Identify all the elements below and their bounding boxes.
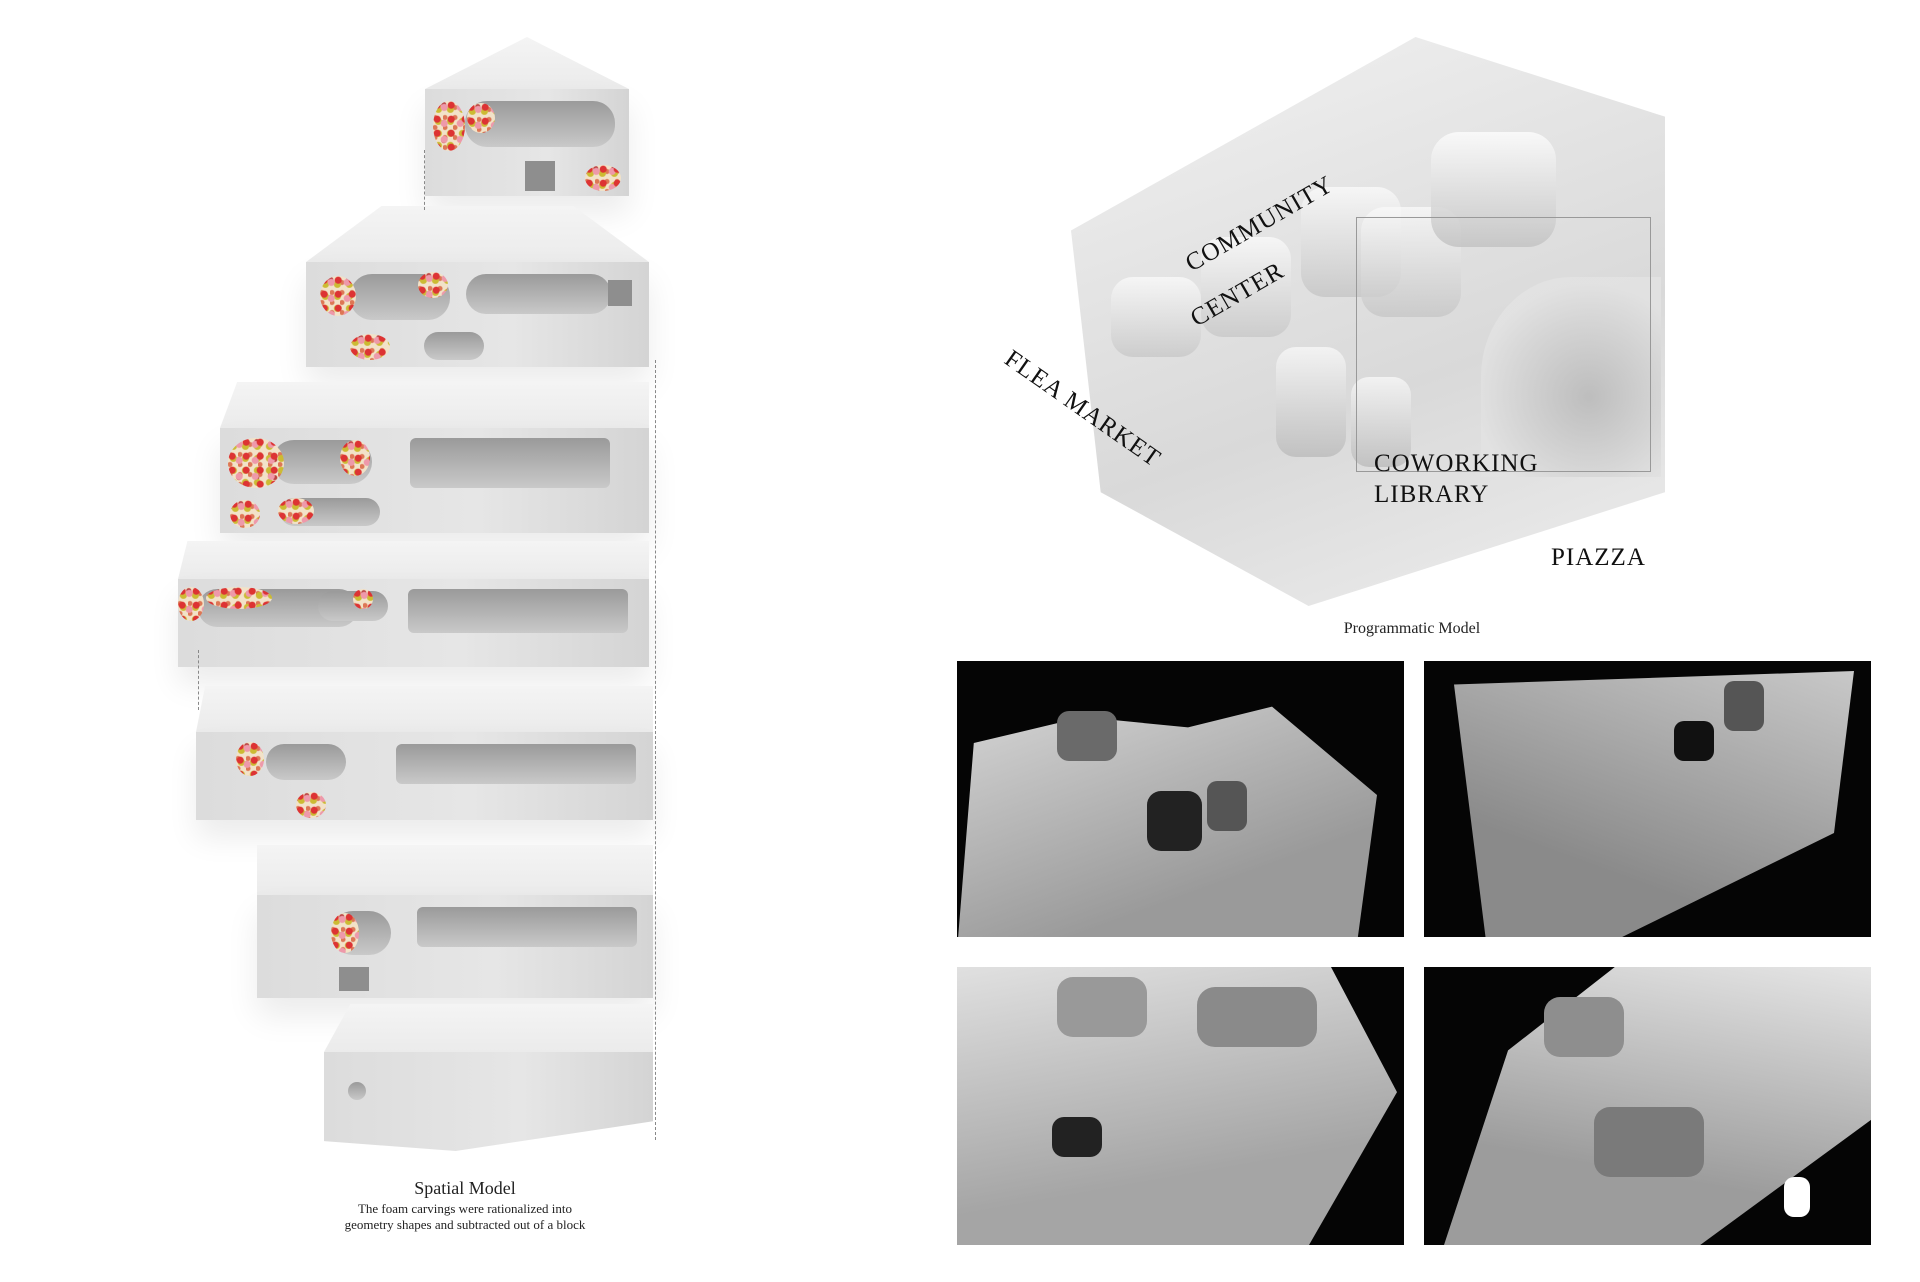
label-coworking: COWORKING bbox=[1374, 450, 1539, 477]
slab-level-5 bbox=[196, 686, 653, 820]
programmatic-model-title: Programmatic Model bbox=[1343, 620, 1481, 637]
slab-level-6 bbox=[257, 845, 653, 998]
model-photo-4 bbox=[1424, 967, 1871, 1245]
spatial-model-description-1: The foam carvings were rationalized into bbox=[357, 1201, 573, 1216]
slab-level-7 bbox=[324, 1004, 653, 1151]
programmatic-model-render bbox=[1071, 37, 1665, 606]
spatial-model-caption: Spatial Model The foam carvings were rat… bbox=[265, 1178, 665, 1233]
slab-level-2 bbox=[306, 206, 649, 367]
label-library: LIBRARY bbox=[1374, 481, 1490, 508]
model-photo-3 bbox=[957, 967, 1404, 1245]
label-piazza: PIAZZA bbox=[1551, 544, 1646, 571]
spatial-model-title: Spatial Model bbox=[414, 1178, 516, 1198]
model-photo-2 bbox=[1424, 661, 1871, 937]
model-photo-1 bbox=[957, 661, 1404, 937]
slab-level-1 bbox=[425, 37, 629, 196]
spatial-model-description-2: geometry shapes and subtracted out of a … bbox=[344, 1217, 586, 1232]
slab-level-4 bbox=[178, 541, 649, 667]
slab-level-3 bbox=[220, 382, 649, 533]
